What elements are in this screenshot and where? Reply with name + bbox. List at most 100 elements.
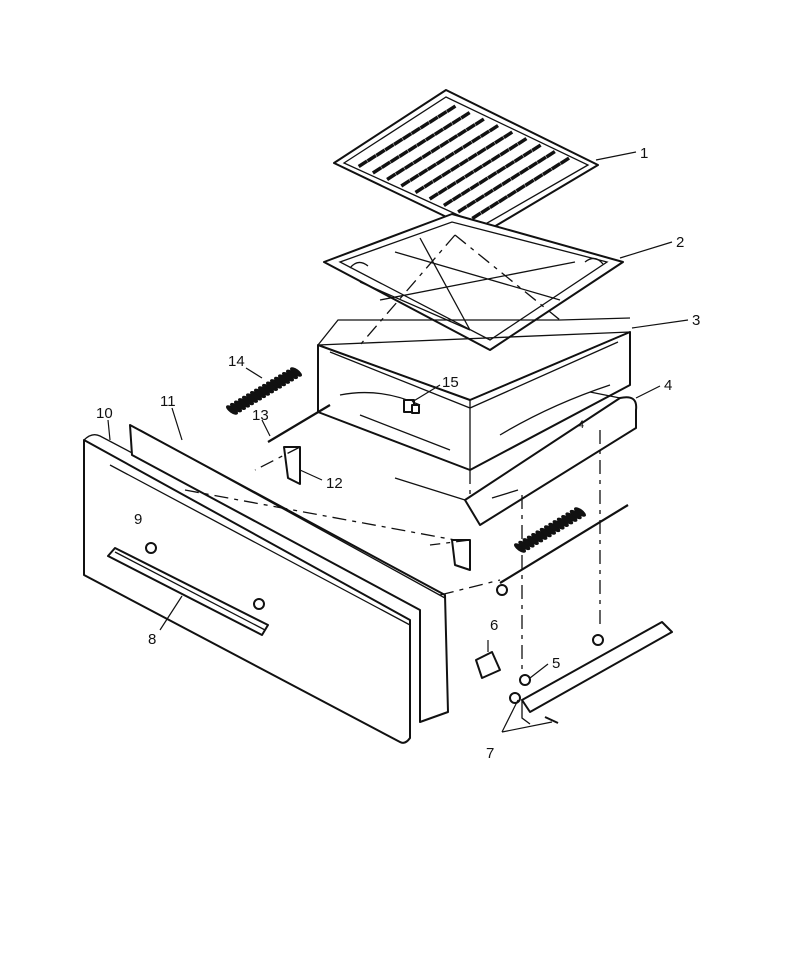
grid-slot	[502, 130, 514, 139]
spring-coil	[286, 369, 298, 380]
grid-slot	[401, 132, 413, 141]
spring-coil	[262, 383, 274, 394]
grid-slot	[471, 135, 482, 144]
grid-slot	[446, 104, 457, 113]
grid-slot	[371, 166, 383, 175]
grid-slot	[495, 165, 507, 174]
grid-slot	[412, 156, 423, 165]
grid-slot	[439, 139, 450, 148]
spring-coil	[522, 538, 535, 548]
grid-slot	[487, 171, 498, 180]
broiler-grid	[333, 89, 599, 235]
spring-coil	[544, 525, 556, 535]
cover-plate	[475, 651, 501, 679]
grid-slot	[513, 154, 524, 163]
grid-slot	[504, 160, 516, 169]
spring-coil	[250, 391, 262, 401]
part-number-labels: 1 2 3 4 4 5 6 7 8 9 10 11 12 13 14 15	[96, 145, 700, 762]
drawer-handle	[107, 547, 269, 636]
spring-coil	[254, 388, 266, 399]
roller	[592, 634, 604, 646]
spring-coil	[274, 376, 286, 387]
drawer-rail	[521, 621, 673, 725]
grid-slot	[456, 128, 468, 137]
spring-coil	[238, 398, 250, 408]
grid-slot	[467, 152, 478, 161]
grid-slot	[522, 149, 533, 158]
grid-slot	[542, 167, 553, 176]
spring-coil	[539, 527, 552, 538]
spring-coil	[535, 530, 548, 540]
support-rod	[267, 404, 331, 443]
grid-slot	[506, 189, 517, 198]
grid-slot	[414, 185, 425, 194]
grid-slot	[527, 161, 539, 170]
grid-slot	[430, 145, 441, 154]
grid-slot	[433, 127, 445, 136]
grid-slot	[524, 178, 535, 187]
grid-slot	[455, 175, 466, 184]
label-stamp-4: 4	[578, 419, 584, 431]
grid-slot	[357, 159, 369, 168]
spring-coil	[565, 512, 578, 522]
grid-slot	[457, 205, 468, 214]
alignment-lines	[184, 234, 601, 670]
inner-front-panel	[129, 424, 449, 723]
grid-slot	[536, 155, 547, 164]
grid-slot	[384, 143, 395, 152]
grid-slot	[437, 186, 448, 195]
grid-slot	[366, 154, 377, 163]
grid-slot	[476, 147, 487, 156]
grid-slot	[499, 148, 510, 157]
grid-slot	[453, 146, 464, 155]
spring-coil	[548, 522, 561, 533]
grid-slot	[472, 164, 484, 173]
grid-slot	[421, 150, 432, 159]
grid-slot	[483, 188, 494, 197]
grid-slot	[432, 174, 443, 183]
grid-slot	[410, 126, 422, 135]
grid-slot	[437, 110, 448, 119]
grid-slot	[451, 193, 463, 202]
spring-coil	[569, 509, 582, 520]
spring-coil	[514, 543, 526, 553]
spring-coil	[230, 402, 242, 413]
grid-slot	[442, 122, 453, 131]
grid-slot	[480, 206, 491, 215]
roller	[509, 692, 521, 704]
drawer-front-panel	[83, 434, 421, 744]
grid-slot	[418, 168, 429, 177]
spring-coil	[556, 517, 569, 527]
screw	[145, 542, 157, 554]
grid-slot	[465, 199, 477, 208]
grid-slot	[474, 117, 485, 126]
grid-slot	[465, 123, 476, 132]
grid-slot	[533, 173, 544, 182]
spring-coil	[526, 535, 539, 545]
grid-slot	[389, 155, 400, 164]
grid-slot	[426, 162, 438, 171]
grid-slot	[394, 167, 406, 176]
grid-slot	[478, 176, 489, 185]
label-14: 14	[228, 353, 245, 370]
label-12: 12	[326, 475, 343, 492]
grid-slot	[479, 129, 491, 138]
label-6: 6	[490, 617, 498, 634]
spring-coil	[226, 405, 238, 415]
grid-slot	[398, 149, 409, 158]
grid-slot	[423, 180, 434, 189]
label-10: 10	[96, 405, 113, 422]
label-2: 2	[676, 234, 684, 251]
grid-slots	[357, 104, 570, 220]
grid-slot	[501, 177, 512, 186]
spring-coil	[242, 395, 254, 406]
drawer-body	[394, 391, 638, 526]
spring-coil	[561, 515, 574, 525]
grid-slot	[559, 156, 570, 165]
grid-slot	[464, 170, 475, 179]
grid-slot	[409, 173, 420, 182]
label-9: 9	[134, 511, 142, 528]
grid-slot	[419, 121, 430, 130]
grid-slot	[442, 198, 454, 207]
